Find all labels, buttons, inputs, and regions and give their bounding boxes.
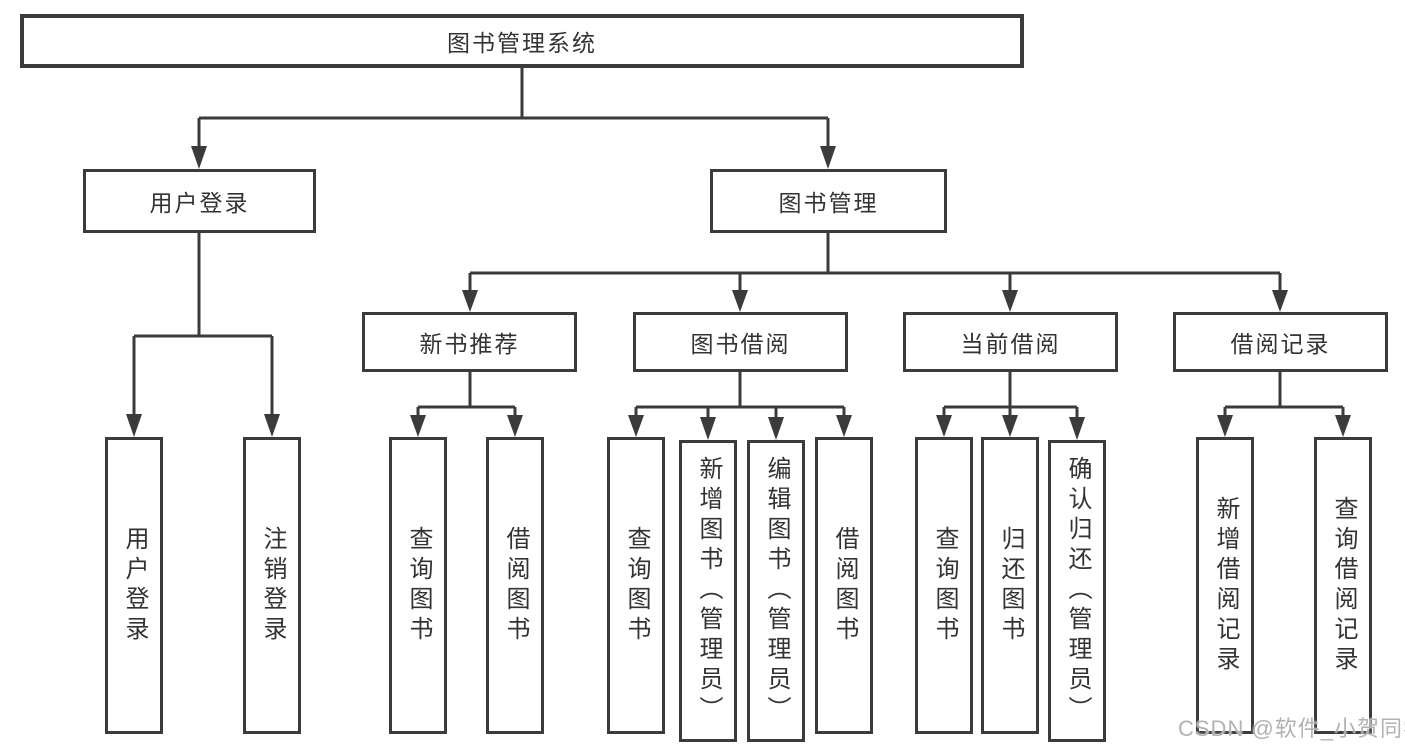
arrowhead (732, 290, 748, 312)
arrowhead (126, 414, 142, 437)
connector-book-borrow-children (628, 372, 852, 440)
connector-book-mgmt-children (462, 233, 1288, 312)
leaf-borrow-query-books-label: 查询图书 (623, 525, 650, 646)
arrowhead (1002, 290, 1018, 312)
node-user-login-label: 用户登录 (149, 190, 250, 216)
arrowhead (264, 414, 280, 437)
leaf-user-login: 用户登录 (105, 437, 163, 734)
leaf-rec-query-books-label: 查询图书 (405, 525, 432, 646)
arrowhead (1002, 415, 1018, 437)
leaf-confirm-return-admin-label: 确认归还（管理员） (1064, 456, 1091, 726)
arrowhead (410, 415, 426, 437)
node-book-management: 图书管理 (710, 169, 947, 233)
node-book-management-system-label: 图书管理系统 (447, 30, 597, 56)
arrowhead (820, 146, 836, 169)
leaf-current-query-books-label: 查询图书 (931, 525, 958, 646)
node-borrowing-records: 借阅记录 (1173, 312, 1388, 372)
leaf-borrow-borrow-books-label: 借阅图书 (831, 525, 858, 646)
node-current-borrowing-label: 当前借阅 (960, 331, 1061, 357)
csdn-watermark: CSDN @软件_小贺同学 (1178, 716, 1405, 741)
leaf-rec-borrow-books-label: 借阅图书 (502, 525, 529, 646)
arrowhead (628, 415, 644, 437)
connector-current-borrow-children (936, 372, 1085, 440)
connector-borrow-record-children (1217, 372, 1351, 437)
leaf-add-books-admin: 新增图书（管理员） (679, 440, 737, 742)
arrowhead (836, 415, 852, 437)
arrowhead (700, 417, 716, 440)
leaf-query-borrow-record: 查询借阅记录 (1314, 437, 1372, 734)
arrowhead (1335, 415, 1351, 437)
arrowhead (936, 415, 952, 437)
leaf-rec-query-books: 查询图书 (389, 437, 447, 734)
node-user-login: 用户登录 (83, 169, 316, 233)
leaf-return-books-label: 归还图书 (997, 525, 1024, 646)
leaf-logout: 注销登录 (243, 437, 301, 734)
node-new-book-recommendation-label: 新书推荐 (419, 331, 520, 357)
node-book-borrowing-label: 图书借阅 (690, 331, 791, 357)
node-current-borrowing: 当前借阅 (903, 312, 1118, 372)
node-book-management-system: 图书管理系统 (20, 14, 1024, 68)
leaf-add-borrow-record-label: 新增借阅记录 (1212, 495, 1239, 676)
leaf-rec-borrow-books: 借阅图书 (486, 437, 544, 734)
node-borrowing-records-label: 借阅记录 (1230, 331, 1331, 357)
node-new-book-recommendation: 新书推荐 (362, 312, 577, 372)
leaf-confirm-return-admin: 确认归还（管理员） (1048, 440, 1106, 742)
arrowhead (1217, 415, 1233, 437)
leaf-query-borrow-record-label: 查询借阅记录 (1330, 495, 1357, 676)
arrowhead (1069, 417, 1085, 440)
connector-user-login-children (126, 233, 280, 437)
leaf-add-borrow-record: 新增借阅记录 (1196, 437, 1254, 734)
leaf-borrow-query-books: 查询图书 (607, 437, 665, 734)
connector-new-book-rec-children (410, 372, 523, 437)
leaf-user-login-label: 用户登录 (121, 525, 148, 646)
leaf-current-query-books: 查询图书 (915, 437, 973, 734)
leaf-edit-books-admin-label: 编辑图书（管理员） (763, 456, 790, 726)
arrowhead (507, 415, 523, 437)
leaf-return-books: 归还图书 (981, 437, 1039, 734)
leaf-logout-label: 注销登录 (259, 525, 286, 646)
arrowhead (768, 417, 784, 440)
arrowhead (462, 290, 478, 312)
node-book-management-label: 图书管理 (778, 190, 879, 216)
connector-root-to-level2 (191, 68, 836, 169)
node-book-borrowing: 图书借阅 (633, 312, 848, 372)
leaf-add-books-admin-label: 新增图书（管理员） (695, 456, 722, 726)
leaf-edit-books-admin: 编辑图书（管理员） (747, 440, 805, 742)
arrowhead (1272, 290, 1288, 312)
arrowhead (191, 146, 207, 169)
leaf-borrow-borrow-books: 借阅图书 (815, 437, 873, 734)
